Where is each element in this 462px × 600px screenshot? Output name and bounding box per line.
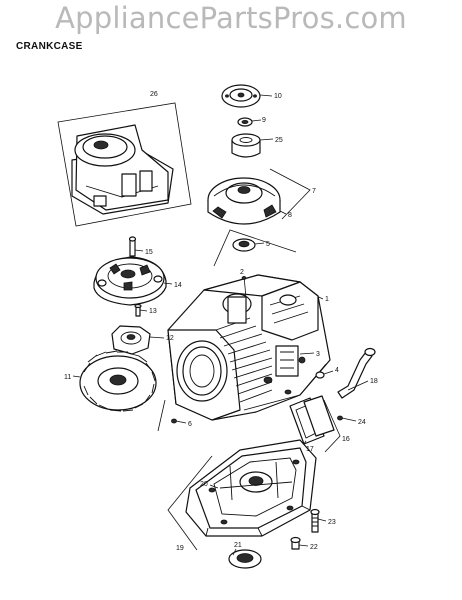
callout-7: 7 (312, 188, 316, 195)
callout-9: 9 (262, 117, 266, 124)
part-15-screw[interactable] (128, 236, 144, 257)
part-3-plug[interactable] (299, 352, 315, 355)
part-11-cooling-fan[interactable] (72, 350, 157, 412)
part-7-flywheel-assembly[interactable] (207, 168, 311, 225)
part-5-bearing-seal[interactable] (232, 238, 265, 252)
part-13-stud[interactable] (134, 303, 148, 317)
callout-2: 2 (240, 269, 244, 276)
part-22-drain-plug[interactable] (290, 536, 309, 550)
callout-8: 8 (288, 212, 292, 219)
callout-14: 14 (174, 282, 182, 289)
part-4-fitting[interactable] (315, 370, 334, 379)
callout-10: 10 (274, 93, 282, 100)
part-20-gasket[interactable] (209, 484, 219, 489)
part-2-valve[interactable] (241, 275, 247, 299)
callout-19: 19 (176, 545, 184, 552)
part-8-flywheel-hub[interactable] (279, 210, 287, 215)
diagram-title: CRANKCASE (16, 41, 83, 52)
part-6-pin[interactable] (171, 418, 187, 424)
part-10-cover-plate[interactable] (221, 84, 273, 108)
callout-1: 1 (325, 296, 329, 303)
callout-5: 5 (266, 241, 270, 248)
part-24-screw[interactable] (337, 415, 357, 422)
callout-24: 24 (358, 419, 366, 426)
part-17-breather-gasket[interactable] (303, 395, 335, 445)
callout-18: 18 (370, 378, 378, 385)
callout-26: 26 (150, 91, 158, 98)
callout-15: 15 (145, 249, 153, 256)
callout-23: 23 (328, 519, 336, 526)
callout-13: 13 (149, 308, 157, 315)
part-14-flywheel[interactable] (93, 256, 173, 306)
callout-6: 6 (188, 421, 192, 428)
callout-16: 16 (342, 436, 350, 443)
callout-4: 4 (335, 367, 339, 374)
callout-17: 17 (306, 446, 314, 453)
part-19-sump-bracket-lines[interactable] (167, 455, 213, 551)
callout-12: 12 (166, 335, 174, 342)
part-18-breather-tube[interactable] (337, 347, 376, 399)
callout-11: 11 (64, 374, 71, 381)
part-25-cup[interactable] (231, 133, 274, 158)
watermark: AppliancePartsPros.com (55, 1, 407, 35)
part-1-engine-block[interactable] (167, 274, 331, 421)
callout-25: 25 (275, 137, 283, 144)
part-19-oil-sump[interactable] (185, 439, 317, 537)
part-12-clutch[interactable] (111, 325, 165, 355)
callout-3: 3 (316, 351, 320, 358)
part-23-bolt[interactable] (310, 508, 327, 533)
callout-21: 21 (234, 542, 242, 549)
callout-22: 22 (310, 544, 318, 551)
part-9-washer[interactable] (237, 117, 262, 127)
part-26-blower-housing[interactable] (57, 102, 192, 227)
part-21-oil-seal[interactable] (228, 548, 262, 569)
callout-20: 20 (200, 481, 208, 488)
